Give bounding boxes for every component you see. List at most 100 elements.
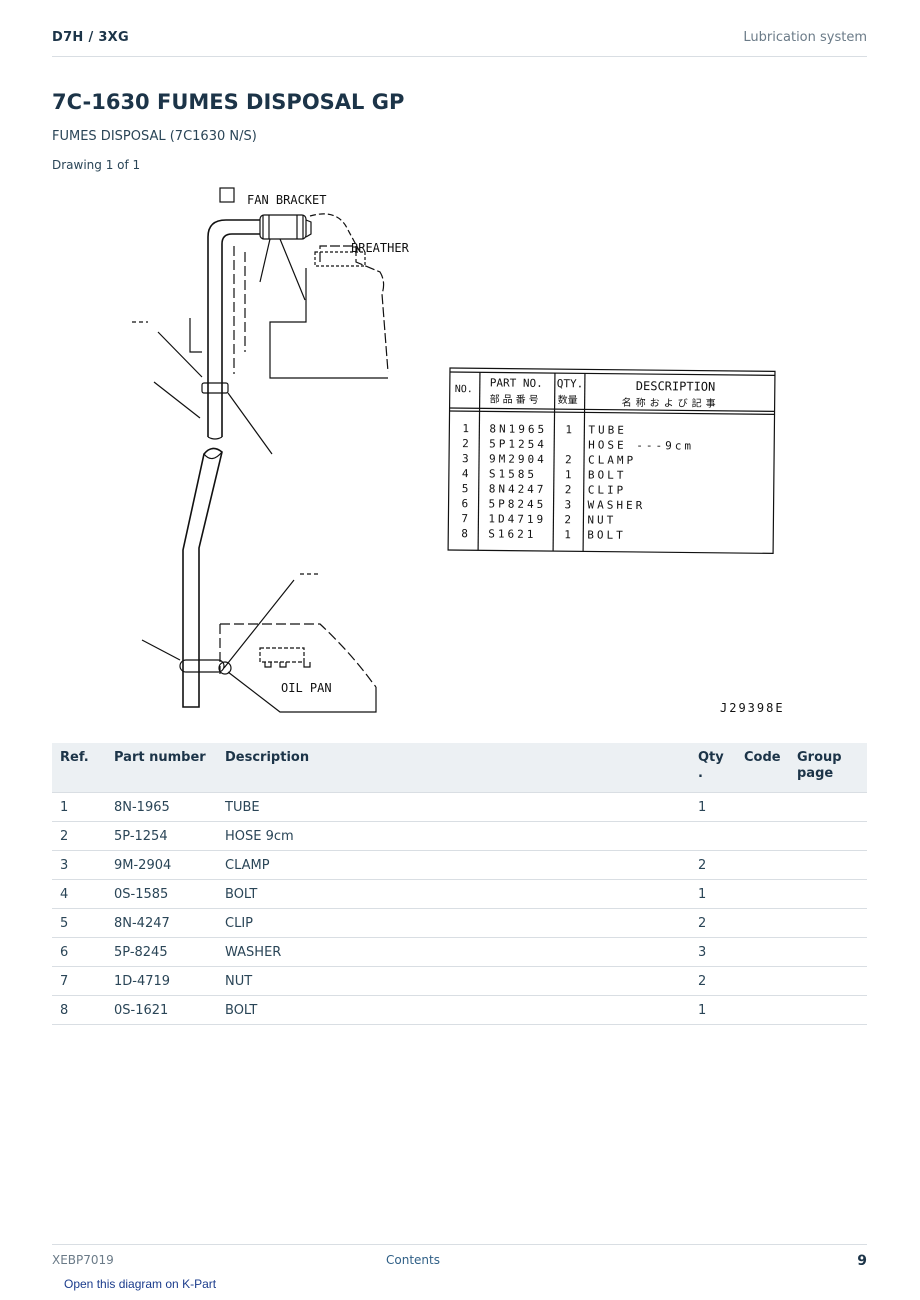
cell-qty: 3 [690, 937, 736, 967]
cell-group-page [789, 937, 867, 967]
inset-row-2-no: 2 [462, 437, 469, 450]
cell-part-number: 0S-1585 [106, 879, 217, 909]
oil-pan-callout: OIL PAN [281, 681, 332, 695]
document-id: XEBP7019 [52, 1253, 114, 1267]
header-qty: Qty. [690, 743, 736, 793]
header-part-number: Part number [106, 743, 217, 793]
inset-row-1-part: 8N1965 [489, 422, 547, 436]
inset-header-part-no: PART NO. [490, 376, 543, 390]
cell-part-number: 5P-1254 [106, 821, 217, 851]
machine-model: D7H / 3XG [52, 30, 129, 45]
cell-description: NUT [217, 966, 690, 996]
breather-callout: BREATHER [351, 241, 410, 255]
cell-ref: 3 [52, 850, 106, 880]
inset-row-2-desc: HOSE ---9cm [588, 438, 694, 452]
cell-part-number: 0S-1621 [106, 995, 217, 1025]
inset-row-1-desc: TUBE [588, 423, 627, 436]
cell-ref: 7 [52, 966, 106, 996]
page-subtitle: FUMES DISPOSAL (7C1630 N/S) [52, 129, 257, 144]
cell-code [736, 879, 789, 909]
inset-row-8-no: 8 [461, 527, 468, 540]
inset-header-part-no-jp: 部品番号 [490, 392, 542, 406]
table-row: 7 1D-4719 NUT 2 [52, 966, 867, 996]
cell-qty: 2 [690, 850, 736, 880]
footer-divider [52, 1244, 867, 1245]
cell-group-page [789, 850, 867, 880]
cell-description: CLAMP [217, 850, 690, 880]
cell-part-number: 8N-1965 [106, 792, 217, 822]
cell-qty: 1 [690, 792, 736, 822]
inset-row-4-part: S1585 [489, 467, 537, 481]
inset-row-6-desc: WASHER [588, 498, 646, 512]
header-description: Description [217, 743, 690, 793]
inset-row-3-qty: 2 [565, 453, 572, 466]
cell-description: BOLT [217, 995, 690, 1025]
contents-link[interactable]: Contents [386, 1253, 440, 1267]
cell-ref: 8 [52, 995, 106, 1025]
cell-qty: 2 [690, 966, 736, 996]
cell-description: WASHER [217, 937, 690, 967]
inset-header-qty-jp: 数量 [558, 393, 578, 406]
cell-qty: 1 [690, 879, 736, 909]
cell-part-number: 8N-4247 [106, 908, 217, 938]
inset-rows: 1 8N1965 1 TUBE 2 5P1254 HOSE ---9cm 3 9… [461, 422, 694, 542]
cell-code [736, 792, 789, 822]
parts-diagram: FAN BRACKET BREATHER OIL PAN J29398E NO.… [132, 187, 785, 715]
inset-row-6-part: 5P8245 [489, 497, 547, 511]
header-code: Code [736, 743, 789, 793]
inset-row-7-part: 1D4719 [488, 512, 546, 526]
cell-group-page [789, 995, 867, 1025]
cell-ref: 4 [52, 879, 106, 909]
cell-description: BOLT [217, 879, 690, 909]
inset-row-3-no: 3 [462, 452, 469, 465]
inset-row-1-no: 1 [462, 422, 469, 435]
table-row: 3 9M-2904 CLAMP 2 [52, 850, 867, 880]
cell-qty [690, 821, 736, 851]
cell-part-number: 9M-2904 [106, 850, 217, 880]
inset-row-5-no: 5 [462, 482, 469, 495]
page-header: D7H / 3XG Lubrication system [52, 28, 867, 57]
inset-row-8-part: S1621 [488, 527, 536, 541]
cell-part-number: 1D-4719 [106, 966, 217, 996]
header-ref: Ref. [52, 743, 106, 793]
page-title: 7C-1630 FUMES DISPOSAL GP [52, 90, 405, 114]
cell-group-page [789, 821, 867, 851]
page-number: 9 [857, 1253, 867, 1269]
inset-row-3-part: 9M2904 [489, 452, 547, 466]
drawing-label: Drawing 1 of 1 [52, 158, 141, 172]
header-qty-line1: Qty [698, 750, 724, 765]
cell-group-page [789, 966, 867, 996]
cell-code [736, 850, 789, 880]
header-group-line1: Group [797, 750, 842, 765]
parts-table-header: Ref. Part number Description Qty. Code G… [52, 743, 867, 793]
inset-header-description: DESCRIPTION [636, 379, 716, 394]
cell-ref: 5 [52, 908, 106, 938]
table-row: 8 0S-1621 BOLT 1 [52, 995, 867, 1025]
open-in-kpart-link[interactable]: Open this diagram on K-Part [64, 1277, 217, 1291]
cell-code [736, 966, 789, 996]
cell-group-page [789, 792, 867, 822]
cell-ref: 2 [52, 821, 106, 851]
inset-row-5-desc: CLIP [588, 483, 627, 496]
cell-code [736, 908, 789, 938]
inset-row-3-desc: CLAMP [588, 453, 636, 467]
cell-group-page [789, 908, 867, 938]
cell-code [736, 821, 789, 851]
table-row: 1 8N-1965 TUBE 1 [52, 792, 867, 822]
header-qty-line2: . [698, 766, 703, 781]
table-row: 2 5P-1254 HOSE 9cm [52, 821, 867, 851]
drawing-code: J29398E [720, 701, 785, 715]
table-row: 6 5P-8245 WASHER 3 [52, 937, 867, 967]
inset-row-6-no: 6 [462, 497, 469, 510]
inset-row-5-part: 8N4247 [489, 482, 547, 496]
cell-description: CLIP [217, 908, 690, 938]
inset-row-7-desc: NUT [587, 513, 616, 526]
inset-header-description-jp: 名称および記事 [622, 396, 720, 410]
inset-row-6-qty: 3 [565, 498, 572, 511]
inset-row-4-qty: 1 [565, 468, 572, 481]
cell-ref: 6 [52, 937, 106, 967]
inset-row-8-desc: BOLT [587, 528, 626, 541]
cell-part-number: 5P-8245 [106, 937, 217, 967]
inset-row-1-qty: 1 [565, 423, 572, 436]
